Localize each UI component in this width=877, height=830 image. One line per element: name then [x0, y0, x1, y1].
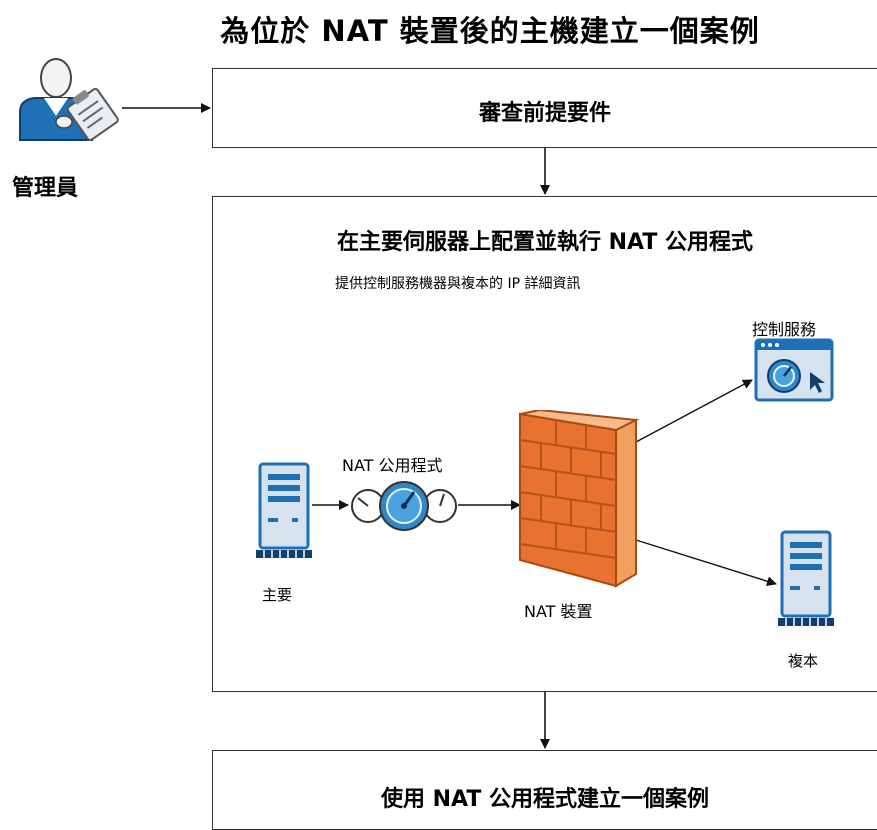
- step-2-label: 在主要伺服器上配置並執行 NAT 公用程式: [336, 230, 754, 255]
- administrator-icon: [19, 58, 119, 142]
- nat-firewall-icon: [519, 410, 640, 588]
- step-3-label: 使用 NAT 公用程式建立一個案例: [380, 787, 710, 812]
- step-2-subtitle: 提供控制服務機器與複本的 IP 詳細資訊: [335, 276, 581, 292]
- nat-to-replica-arrow: [635, 539, 777, 587]
- replica-label: 複本: [788, 652, 819, 670]
- actor-label: 管理員: [12, 176, 79, 201]
- nat-device-label: NAT 裝置: [524, 602, 593, 621]
- primary-server-icon: [256, 462, 312, 558]
- primary-label: 主要: [262, 586, 293, 604]
- nat-utility-label: NAT 公用程式: [342, 456, 443, 475]
- control-service-dashboard-icon: [754, 338, 834, 402]
- nat-to-control-arrow: [635, 379, 753, 443]
- nat-utility-gauge-icon: [351, 481, 457, 531]
- step-review-prerequisites: 審查前提要件: [212, 68, 877, 148]
- page-title: 為位於 NAT 裝置後的主機建立一個案例: [220, 14, 760, 48]
- control-service-label: 控制服務: [752, 320, 817, 339]
- step-1-label: 審查前提要件: [478, 101, 611, 126]
- replica-server-icon: [778, 530, 834, 626]
